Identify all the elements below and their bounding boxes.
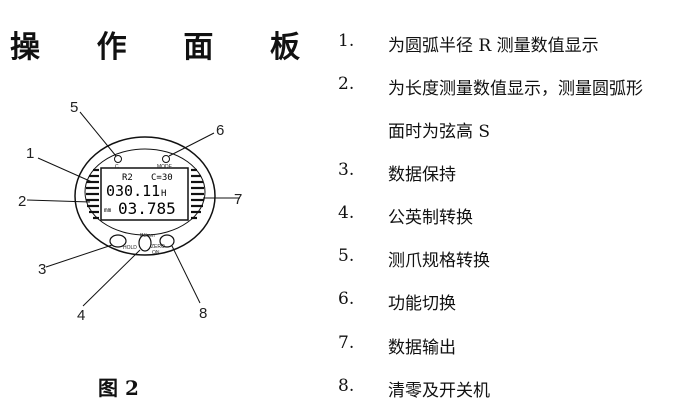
callout-number-6: 6 — [216, 122, 224, 139]
lcd-unit-1: H — [161, 189, 166, 199]
figure-caption: 图 2 — [98, 376, 139, 400]
item-number: 5. — [338, 246, 355, 266]
button-6[interactable] — [162, 155, 170, 163]
lcd-value-2: 03.785 — [118, 199, 176, 218]
lcd-line1-right: C=30 — [151, 173, 173, 183]
callout-line-5 — [79, 111, 117, 157]
callout-number-7: 7 — [234, 191, 242, 208]
callout-line-6 — [168, 132, 215, 157]
button-3[interactable] — [109, 234, 127, 248]
button-8-label: ZERO — [151, 244, 165, 250]
lcd-screen — [100, 167, 189, 221]
item-text: 面时为弦高 S — [388, 122, 491, 142]
device-outer-body — [74, 136, 216, 256]
item-text: 公英制转换 — [388, 208, 473, 228]
device-diagram: R2 C=30 030.11 H mm 03.785 C MODE IN/mm … — [18, 99, 242, 324]
callout-line-8 — [171, 245, 201, 304]
callout-number-5: 5 — [70, 99, 78, 116]
item-text: 为圆弧半径 R 测量数值显示 — [388, 36, 599, 56]
item-number: 3. — [338, 160, 355, 180]
button-4[interactable] — [138, 234, 152, 252]
button-8-label-2: ON — [152, 250, 160, 256]
title-char-4: 板 — [269, 30, 300, 65]
callout-line-2 — [26, 199, 91, 203]
item-number: 1. — [338, 31, 355, 51]
callout-line-1 — [37, 157, 93, 183]
lcd-value-1: 030.11 — [106, 182, 160, 200]
lcd-line1-left: R2 — [122, 173, 133, 183]
callout-number-2: 2 — [18, 193, 26, 210]
callout-number-1: 1 — [26, 145, 34, 162]
panel-title: 操 作 面 板 — [10, 22, 300, 65]
callout-line-4 — [82, 249, 141, 307]
item-number: 7. — [338, 333, 355, 353]
item-text: 测爪规格转换 — [388, 251, 490, 271]
button-6-label: MODE — [157, 164, 173, 170]
callout-number-8: 8 — [199, 305, 207, 322]
item-text: 为长度测量数值显示，测量圆弧形 — [388, 79, 643, 99]
right-grip-stripes — [191, 168, 204, 220]
item-number: 8. — [338, 376, 355, 396]
button-3-label: HOLD — [123, 245, 137, 251]
item-number: 6. — [338, 289, 355, 309]
callout-line-3 — [45, 244, 113, 268]
callout-number-4: 4 — [77, 307, 85, 324]
button-5-label: C — [115, 164, 119, 170]
item-number: 4. — [338, 203, 355, 223]
callout-number-3: 3 — [38, 261, 46, 278]
item-text: 清零及开关机 — [388, 381, 490, 401]
left-grip-stripes — [86, 168, 99, 220]
lcd-prefix-2: mm — [104, 207, 112, 214]
item-number: 2. — [338, 74, 355, 94]
button-8[interactable] — [159, 234, 175, 248]
item-text: 数据保持 — [388, 165, 456, 185]
item-text: 数据输出 — [388, 338, 456, 358]
title-char-1: 操 — [10, 30, 40, 65]
title-char-2: 作 — [96, 30, 127, 65]
title-char-3: 面 — [183, 30, 214, 65]
button-5[interactable] — [114, 155, 122, 163]
item-text: 功能切换 — [388, 294, 456, 314]
